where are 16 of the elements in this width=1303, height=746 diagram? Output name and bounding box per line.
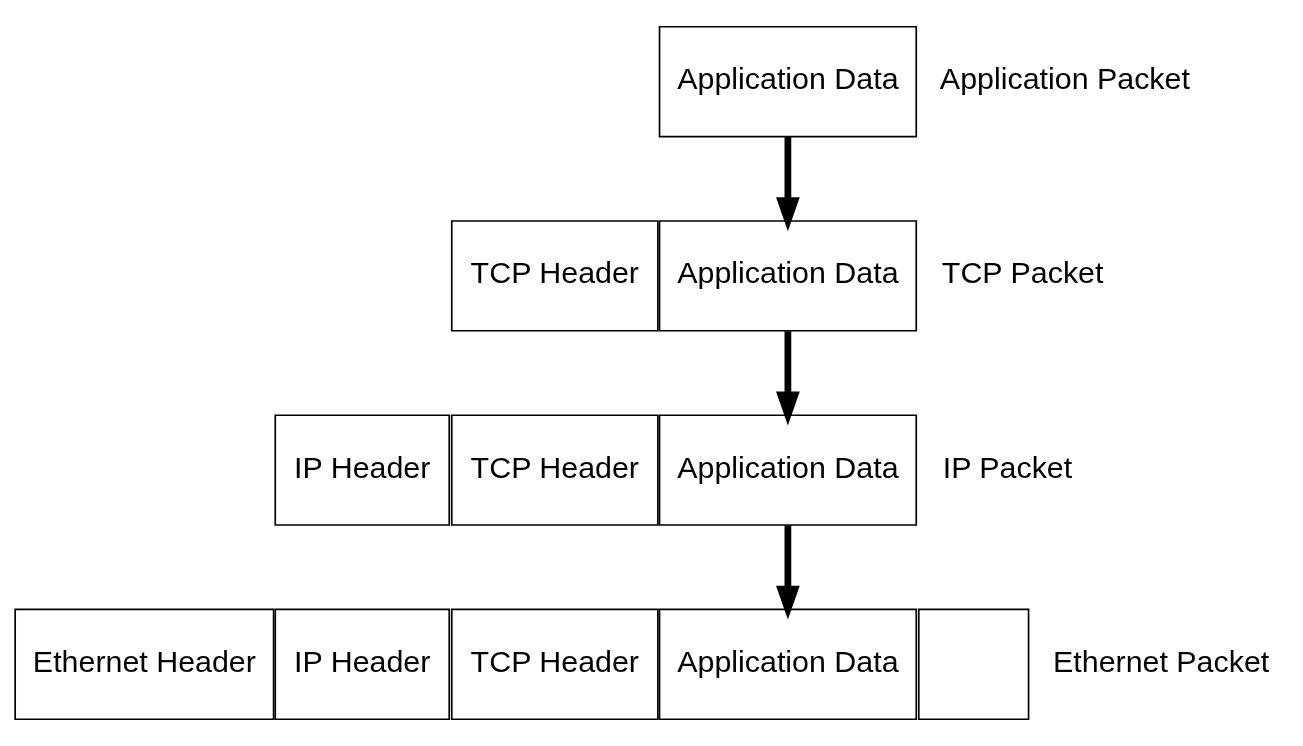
node-box: Ethernet Header [14, 608, 275, 721]
label: TCP Packet [941, 255, 1104, 290]
label: IP Packet [942, 449, 1073, 484]
node-box [917, 608, 1030, 721]
label: Application Packet [939, 61, 1190, 96]
node-box: IP Header [274, 414, 451, 526]
node-box: Application Data [658, 25, 918, 138]
node-box: TCP Header [450, 414, 659, 526]
node-box: TCP Header [450, 608, 659, 721]
node-box: TCP Header [450, 220, 659, 332]
node-box: IP Header [274, 608, 451, 721]
node-box: Application Data [658, 414, 918, 526]
node-box: Application Data [658, 608, 918, 721]
node-box: Application Data [658, 220, 918, 332]
label: Ethernet Packet [1053, 643, 1270, 678]
arrow [776, 525, 800, 620]
